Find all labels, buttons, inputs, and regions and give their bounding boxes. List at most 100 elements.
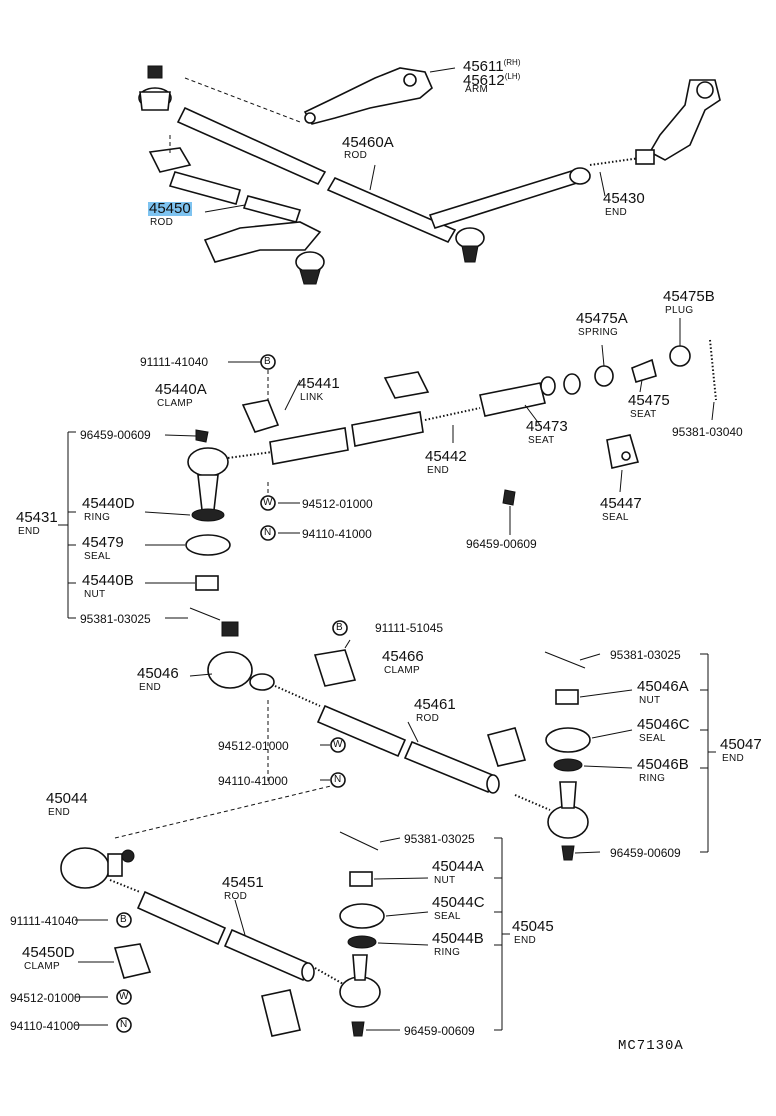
part-94512-01000[interactable]: 94512-01000: [218, 739, 289, 753]
part-45475[interactable]: 45475: [628, 392, 670, 409]
ball-joint-45046: [207, 651, 253, 689]
part-45442[interactable]: 45442: [425, 448, 467, 465]
symbol-w: W: [119, 991, 129, 1002]
ball-joint-45045: [339, 976, 381, 1008]
part-45430[interactable]: 45430: [603, 190, 645, 207]
rod-45451-b: [223, 928, 312, 982]
part-45479[interactable]: 45479: [82, 534, 124, 551]
desc-clamp: CLAMP: [384, 665, 420, 676]
ball-joint-45431: [187, 447, 229, 477]
part-94512-01000[interactable]: 94512-01000: [302, 497, 373, 511]
clamp-45466: [313, 649, 357, 687]
part-45044A[interactable]: 45044A: [432, 858, 484, 875]
part-96459-00609[interactable]: 96459-00609: [466, 537, 537, 551]
part-45475B[interactable]: 45475B: [663, 288, 715, 305]
nut-45044A: [349, 871, 373, 887]
desc-nut: NUT: [434, 875, 456, 886]
desc-end: END: [605, 207, 628, 218]
part-45045[interactable]: 45045: [512, 918, 554, 935]
part-45440A[interactable]: 45440A: [155, 381, 207, 398]
part-45440B[interactable]: 45440B: [82, 572, 134, 589]
part-45460A[interactable]: 45460A: [342, 134, 394, 151]
desc-ring: RING: [434, 947, 461, 958]
arm-part: [303, 67, 433, 125]
desc-clamp: CLAMP: [157, 398, 193, 409]
symbol-n: N: [120, 1019, 128, 1030]
symbol-n: N: [264, 527, 272, 538]
part-45046C[interactable]: 45046C: [637, 716, 690, 733]
symbol-b: B: [336, 622, 343, 633]
desc-rod: ROD: [150, 217, 174, 228]
plug-45475B: [669, 345, 691, 367]
desc-clamp: CLAMP: [24, 961, 60, 972]
part-45046[interactable]: 45046: [137, 665, 179, 682]
part-45473[interactable]: 45473: [526, 418, 568, 435]
part-91111-51045[interactable]: 91111-51045: [375, 621, 444, 635]
part-96459-00609[interactable]: 96459-00609: [80, 428, 151, 442]
part-95381-03025[interactable]: 95381-03025: [404, 832, 475, 846]
part-45450-highlighted[interactable]: 45450: [148, 200, 192, 217]
part-45441[interactable]: 45441: [298, 375, 340, 392]
seat-45475: [631, 358, 657, 383]
part-45466[interactable]: 45466: [382, 648, 424, 665]
part-45611[interactable]: 45611(RH): [463, 58, 521, 75]
part-94512-01000[interactable]: 94512-01000: [10, 991, 81, 1005]
desc-nut: NUT: [84, 589, 106, 600]
desc-seat: SEAT: [528, 435, 555, 446]
part-45475A[interactable]: 45475A: [576, 310, 628, 327]
desc-spring: SPRING: [578, 327, 619, 338]
part-45044B[interactable]: 45044B: [432, 930, 484, 947]
rod-45451-a: [136, 890, 227, 946]
part-45046B[interactable]: 45046B: [637, 756, 689, 773]
part-45447[interactable]: 45447: [600, 495, 642, 512]
part-45450D[interactable]: 45450D: [22, 944, 75, 961]
desc-nut: NUT: [639, 695, 661, 706]
desc-rod: ROD: [344, 150, 368, 161]
ring-45044B: [347, 935, 377, 949]
desc-end: END: [427, 465, 450, 476]
part-45047[interactable]: 45047: [720, 736, 762, 753]
desc-end: END: [722, 753, 745, 764]
desc-end: END: [18, 526, 41, 537]
symbol-circles: [116, 354, 348, 1033]
nut-45046A: [555, 689, 579, 705]
ring-45440D: [191, 508, 225, 522]
desc-seal: SEAL: [602, 512, 629, 523]
part-45044[interactable]: 45044: [46, 790, 88, 807]
part-45440D[interactable]: 45440D: [82, 495, 135, 512]
part-94110-41000[interactable]: 94110-41000: [218, 774, 288, 788]
part-94110-41000[interactable]: 94110-41000: [302, 527, 372, 541]
part-94110-41000[interactable]: 94110-41000: [10, 1019, 80, 1033]
desc-end: END: [48, 807, 71, 818]
part-91111-41040[interactable]: 91111-41040: [10, 914, 79, 928]
part-45431[interactable]: 45431: [16, 509, 58, 526]
part-91111-41040[interactable]: 91111-41040: [140, 355, 209, 369]
part-96459-00609[interactable]: 96459-00609: [404, 1024, 475, 1038]
part-95381-03025[interactable]: 95381-03025: [80, 612, 151, 626]
part-95381-03040[interactable]: 95381-03040: [672, 425, 743, 439]
rod-45460A-a: [176, 106, 327, 186]
nut-45440B: [195, 575, 219, 591]
part-45612[interactable]: 45612(LH): [463, 72, 521, 89]
part-45461[interactable]: 45461: [414, 696, 456, 713]
part-45451[interactable]: 45451: [222, 874, 264, 891]
desc-seal: SEAL: [639, 733, 666, 744]
part-95381-03025[interactable]: 95381-03025: [610, 648, 681, 662]
rod-45461-a: [316, 704, 407, 758]
clamp-45450D: [113, 943, 152, 979]
ball-joint-45047: [547, 805, 589, 839]
part-45044C[interactable]: 45044C: [432, 894, 485, 911]
seal-45479: [185, 534, 231, 556]
part-45046A[interactable]: 45046A: [637, 678, 689, 695]
spring-45475A: [594, 365, 614, 387]
part-96459-00609[interactable]: 96459-00609: [610, 846, 681, 860]
desc-ring: RING: [84, 512, 111, 523]
desc-plug: PLUG: [665, 305, 694, 316]
diagram-code: MC7130A: [618, 1038, 684, 1054]
desc-ring: RING: [639, 773, 666, 784]
desc-end: END: [139, 682, 162, 693]
symbol-w: W: [263, 497, 273, 508]
desc-rod: ROD: [224, 891, 248, 902]
desc-end: END: [514, 935, 537, 946]
